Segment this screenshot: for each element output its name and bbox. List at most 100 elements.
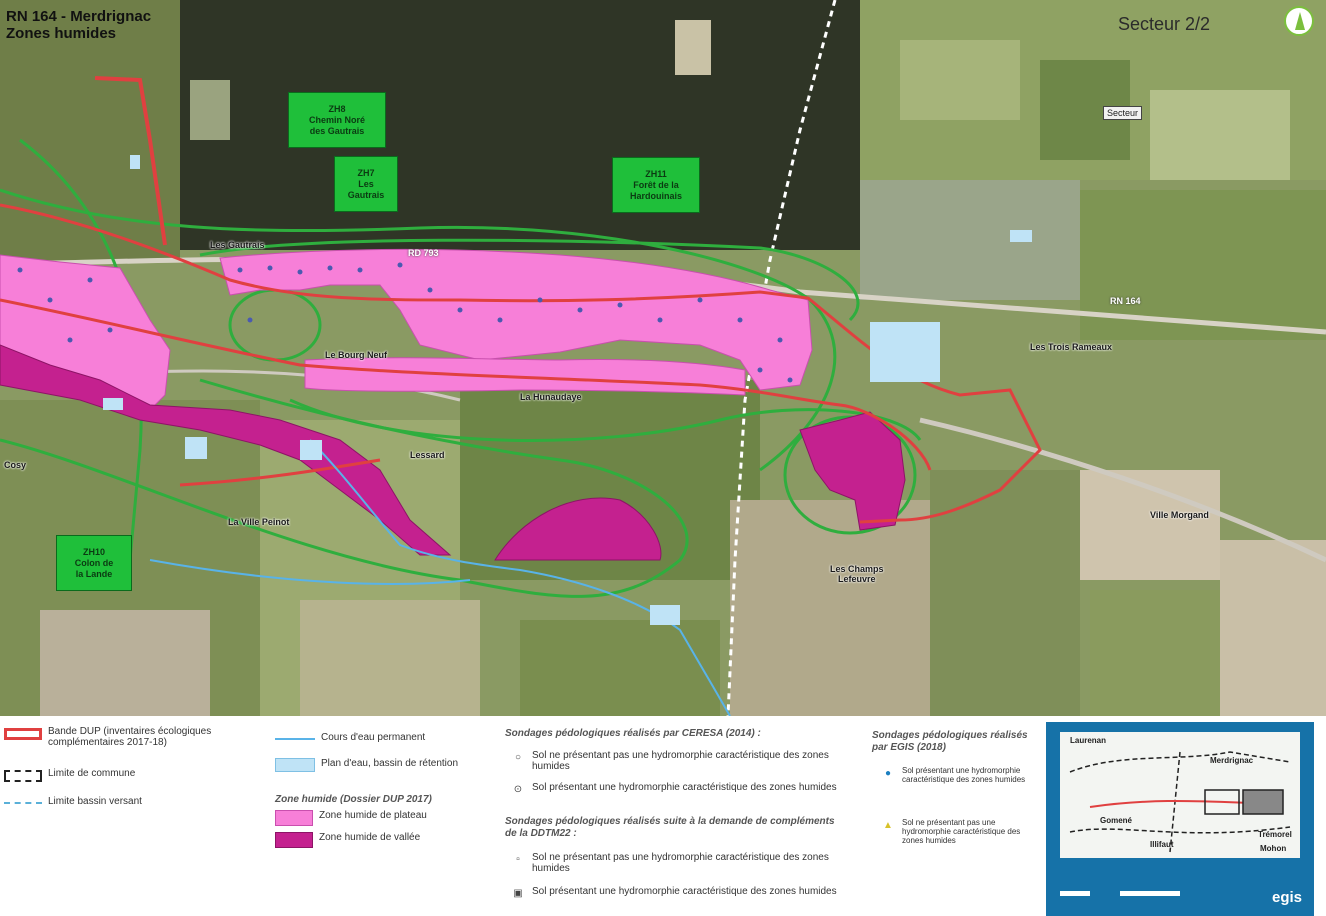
triangle-icon: ▲ [883,820,893,831]
road-label-rd: RD 793 [408,248,439,258]
sample-points [17,262,793,383]
legend-text-dup: Bande DUP (inventaires écologiques compl… [48,726,212,748]
legend-text-lake: Plan d'eau, bassin de rétention [321,758,459,769]
place-la-hunaudaye: La Hunaudaye [520,392,582,402]
zh7-name-1: Les [358,178,374,189]
legend-swatch-lake [275,758,315,772]
legend-text-zh-vallee: Zone humide de vallée [319,832,421,843]
legend-swatch-zh-vallee [275,832,313,848]
legend-zh-plateau: Zone humide de plateau [275,810,427,826]
legend-ceresa-not: ○ Sol ne présentant pas une hydromorphie… [510,750,840,772]
pond [185,437,207,459]
dup-band [0,298,932,471]
river [309,439,731,716]
dup-band [179,458,381,487]
locator-inset: Laurenan Merdrignac Gomené Illifaut Trém… [1046,722,1314,916]
title-line-2: Zones humides [6,25,117,42]
legend-egis-heading: Sondages pédologiques réalisés par EGIS … [872,730,1028,753]
inset-sector-1 [1204,789,1240,815]
zh11-name-1: Forêt de la [633,179,679,190]
legend-ceresa-heading: Sondages pédologiques réalisés par CERES… [505,728,761,739]
place-lessard: Lessard [410,450,445,460]
legend-text-river: Cours d'eau permanent [321,732,426,743]
field-patch [520,620,720,716]
zh10-name-1: Colon de [74,557,114,568]
pond [103,398,123,410]
inset-commune-limit [1069,751,1291,773]
legend-swatch-bassin [4,802,42,808]
place-cosy: Cosy [4,460,27,470]
dup-band [94,76,167,246]
legend-ceresa-yes: ⊙ Sol présentant une hydromorphie caract… [510,782,840,795]
zh10-label[interactable]: ZH10 Colon de la Lande [56,535,132,591]
inset-tremorel: Trémorel [1258,830,1292,839]
map-area[interactable]: RN 164 - Merdrignac Zones humides Secteu… [0,0,1326,716]
zh8-code: ZH8 [328,103,346,114]
circle-open-icon: ○ [514,752,522,763]
retention-basin [870,322,940,382]
zh8-name-2: des Gautrais [309,125,365,136]
field-patch [900,40,1020,120]
title-line-1: RN 164 - Merdrignac [6,8,152,25]
clearing [675,20,711,75]
inset-gomene: Gomené [1100,816,1133,825]
inset-commune-limit [1169,751,1181,853]
circle-dot-icon: ⊙ [513,784,523,795]
north-arrow-icon [1284,6,1314,36]
legend-dup: Bande DUP (inventaires écologiques compl… [4,726,264,748]
inset-laurenan: Laurenan [1070,736,1107,745]
map-title: RN 164 - Merdrignac Zones humides [6,8,151,42]
legend-zh-heading: Zone humide (Dossier DUP 2017) [275,794,432,805]
place-les-champs-lefeuvre: Les Champs Lefeuvre [830,564,884,584]
place-le-bourg-neuf: Le Bourg Neuf [325,350,387,360]
zh11-code: ZH11 [645,168,667,179]
inset-canvas [1069,751,1291,853]
watershed-line [199,238,860,322]
inset-sector-2 [1242,789,1284,815]
square-open-icon: ▫ [516,854,520,865]
field-patch [1220,540,1326,716]
legend-text-zh-plateau: Zone humide de plateau [319,810,427,821]
legend-swatch-commune [4,770,42,782]
legend-commune: Limite de commune [4,768,135,782]
inset-illifaut: Illifaut [1150,840,1174,849]
watershed-line [0,188,837,472]
zh8-label[interactable]: ZH8 Chemin Noré des Gautrais [288,92,386,148]
legend-text-ddtm-not: Sol ne présentant pas une hydromorphie c… [532,852,829,874]
zh11-label[interactable]: ZH11 Forêt de la Hardouinais [612,157,700,213]
legend-bassin: Limite bassin versant [4,796,142,808]
legend-swatch-zh-plateau [275,810,313,826]
legend-text-ddtm-yes: Sol présentant une hydromorphie caractér… [532,886,837,897]
place-ville-morgand: Ville Morgand [1150,510,1209,520]
road [919,417,1326,563]
inset-merdrignac: Merdrignac [1210,756,1254,765]
industrial-zone [860,180,1080,300]
zh7-code: ZH7 [357,167,375,178]
drop-icon: ● [884,768,892,779]
field-patch [300,600,480,716]
river [149,559,471,585]
pond [650,605,680,625]
zh10-name-2: la Lande [75,568,113,579]
legend-ddtm-not: ▫ Sol ne présentant pas une hydromorphie… [510,852,840,874]
place-la-ville-peinot: La Ville Peinot [228,517,290,527]
forest-patch [180,0,860,250]
zh7-label[interactable]: ZH7 Les Gautrais [334,156,398,212]
legend-text-ceresa-not: Sol ne présentant pas une hydromorphie c… [532,750,829,772]
legend-egis-not: ▲ Sol ne présentant pas une hydromorphie… [880,818,1030,845]
zh-plateau-central [219,248,813,391]
place-les-champs-1: Les Champs [830,564,884,574]
zh11-name-2: Hardouinais [629,190,682,201]
legend-egis-yes: ● Sol présentant une hydromorphie caract… [880,766,1030,784]
field-patch [40,610,210,716]
place-les-champs-2: Lefeuvre [838,574,876,584]
zh-vallee-south [494,497,662,561]
legend-ddtm-heading: Sondages pédologiques réalisés suite à l… [505,816,835,839]
egis-logo: egis [1271,889,1302,906]
legend-swatch-river [275,738,315,740]
legend-ddtm-yes: ▣ Sol présentant une hydromorphie caract… [510,886,840,899]
field-patch [1150,90,1290,180]
clearing [190,80,230,140]
legend-swatch-dup [4,728,42,740]
inset-map: Laurenan Merdrignac Gomené Illifaut Trém… [1060,732,1300,858]
